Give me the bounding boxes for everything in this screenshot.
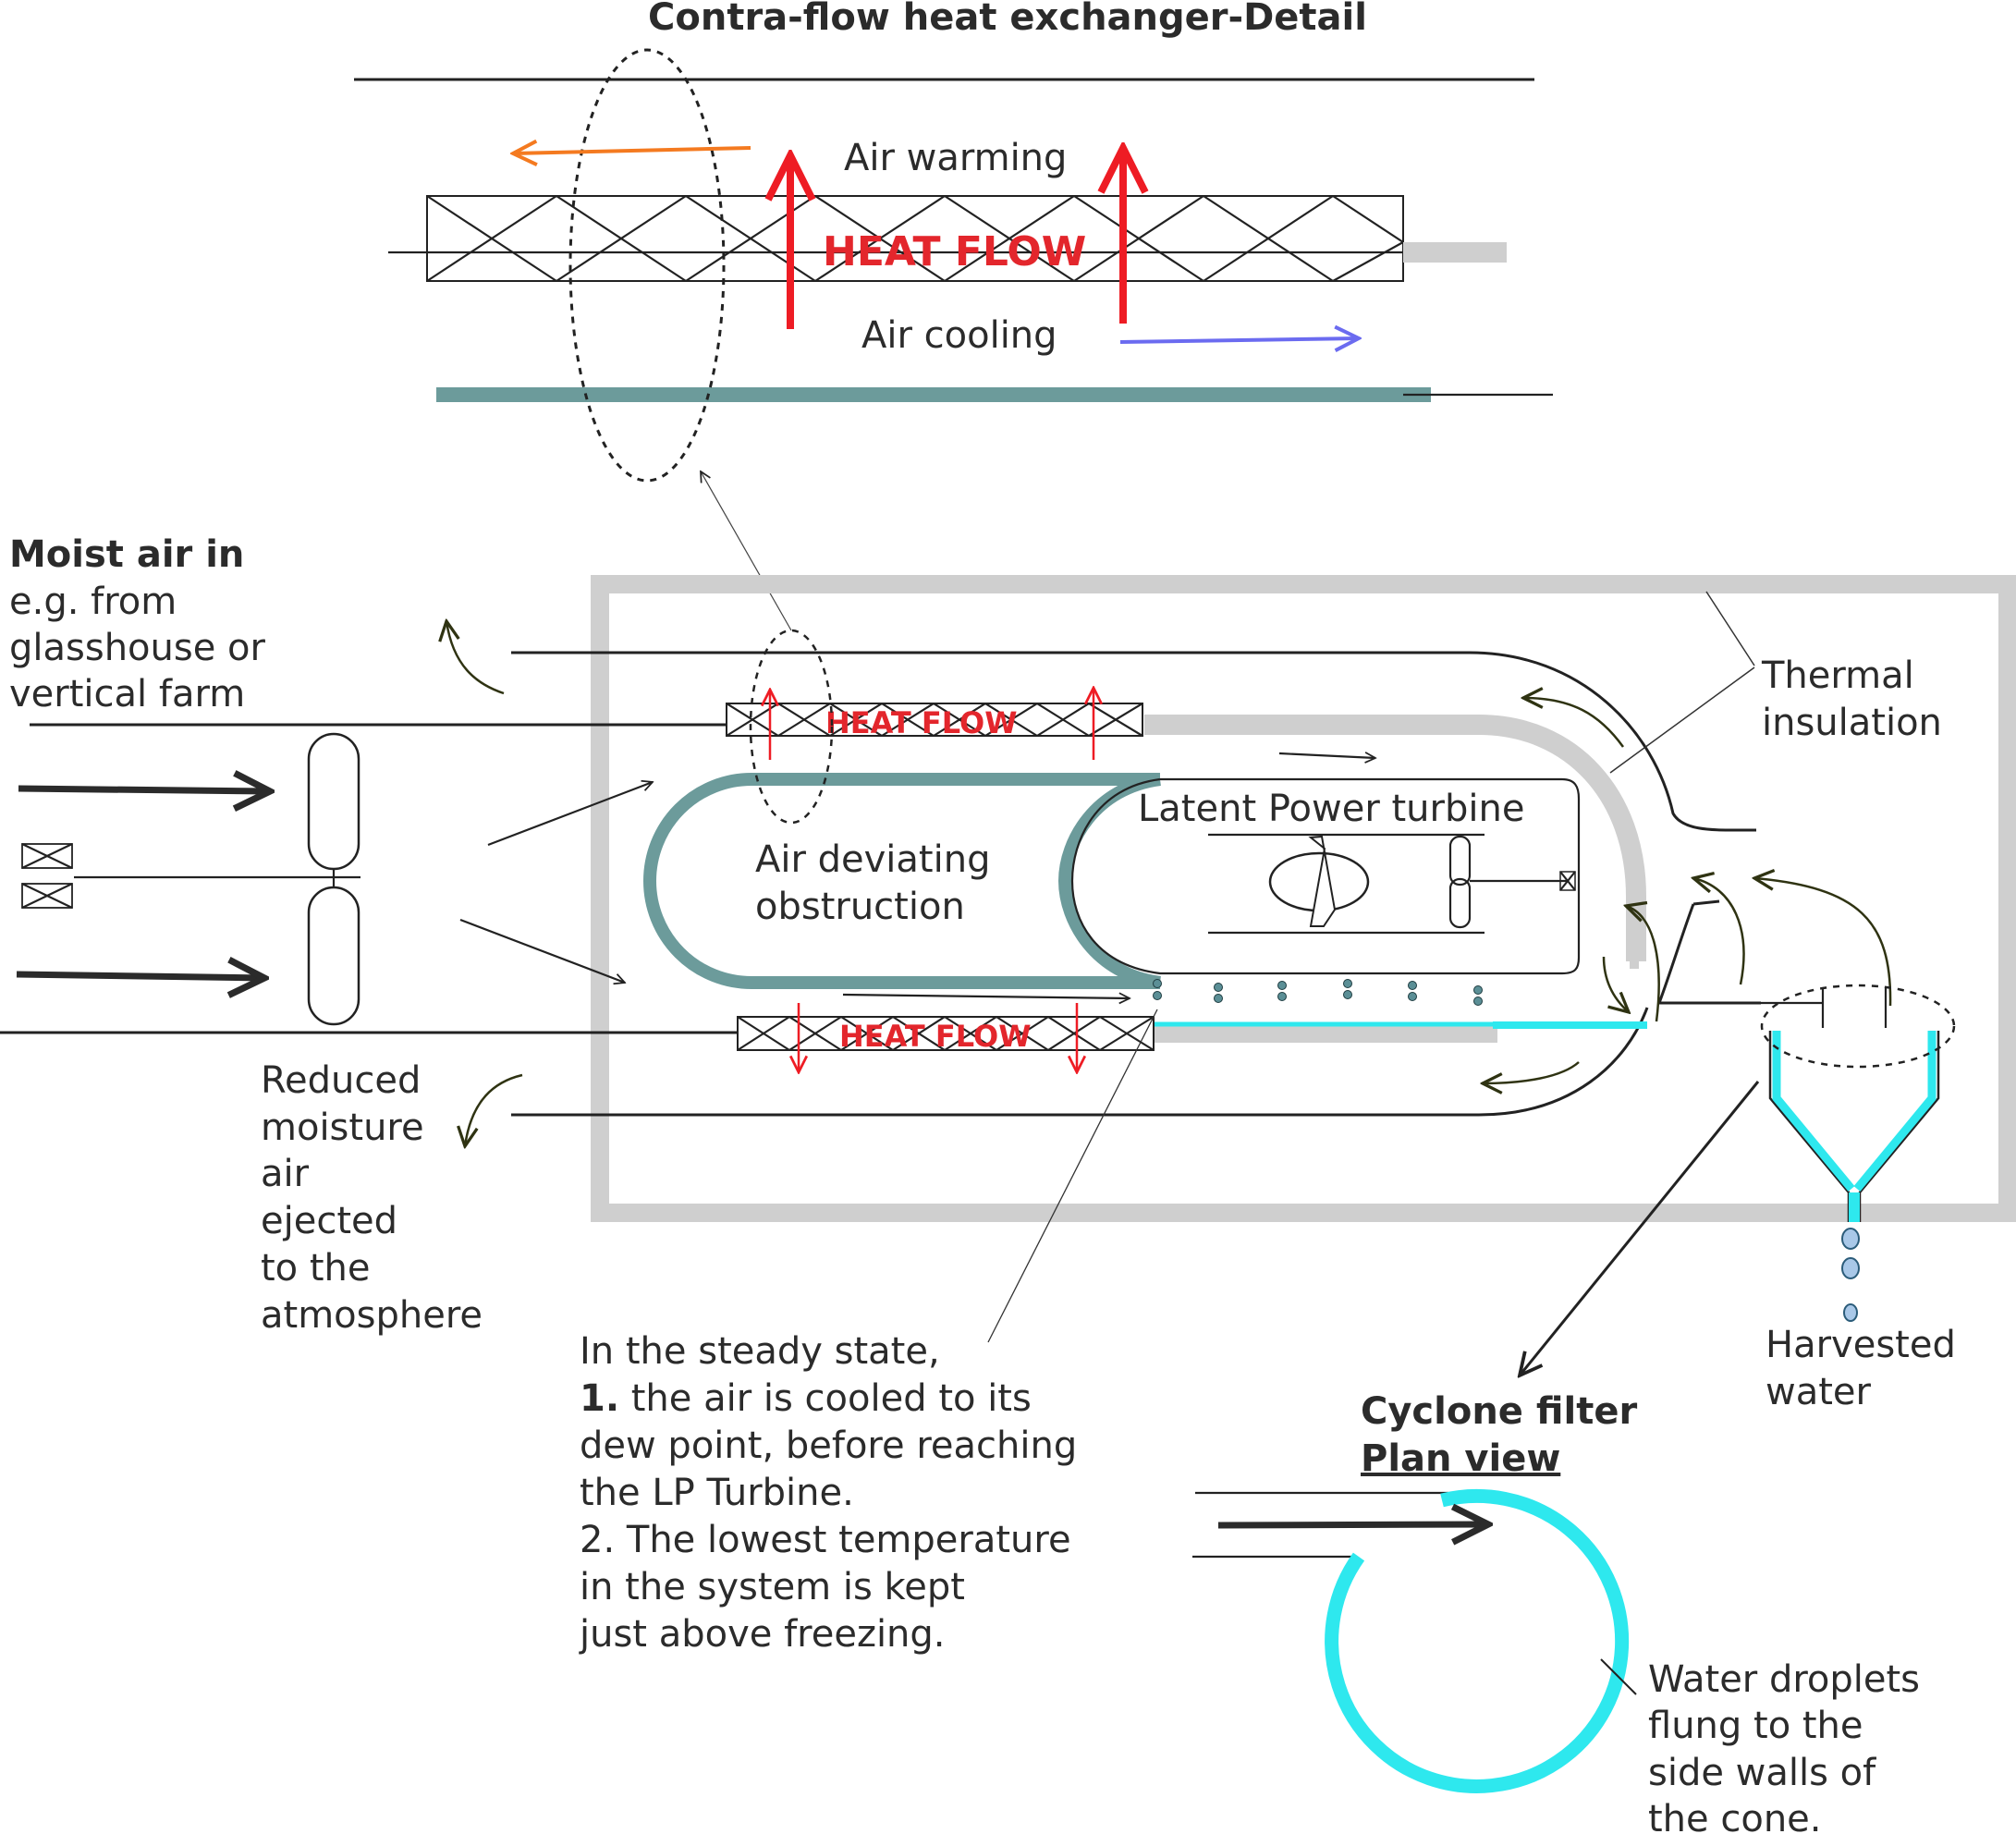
insulation-label-1: Thermal xyxy=(1761,654,1914,697)
detail-heat-exchanger-strip xyxy=(388,195,1405,282)
thermal-insulation-box xyxy=(591,575,2016,1222)
cyclone-inlet-top xyxy=(1692,899,1720,906)
detail-zoom-ellipse xyxy=(568,48,726,483)
inlet-line-1: e.g. from xyxy=(9,581,177,623)
obstruction-label-2: obstruction xyxy=(755,886,965,928)
air-deviating-obstruction xyxy=(643,773,1162,989)
return-duct-inner xyxy=(1656,903,1761,1005)
warm-air-arrow xyxy=(513,148,751,153)
condensate-droplets xyxy=(1153,979,1483,1006)
air-cooling-label: Air cooling xyxy=(861,314,1057,357)
steady-line-2: 1. the air is cooled to its xyxy=(580,1377,1032,1420)
return-arrow-2 xyxy=(1602,956,1629,1012)
upper-heat-flow-label: HEAT FLOW xyxy=(825,705,1018,740)
return-duct-outer-bottom xyxy=(511,1007,1649,1117)
outlet-line-2: moisture xyxy=(261,1107,424,1149)
flow-arrow-turbine-bottom xyxy=(842,995,1130,998)
outlet-line-6: atmosphere xyxy=(261,1294,483,1337)
steady-line-7: just above freezing. xyxy=(579,1613,946,1656)
inlet-line-2: glasshouse or xyxy=(9,627,266,669)
diagram-title: Contra-flow heat exchanger-Detail xyxy=(648,0,1367,39)
detail-leader xyxy=(701,471,792,631)
steady-num-1: 1. xyxy=(580,1377,619,1420)
exhaust-arrow-top xyxy=(446,621,505,695)
turbine-housing xyxy=(1070,777,1581,975)
cyclone-arrow-2 xyxy=(1693,878,1745,985)
steady-line-4: the LP Turbine. xyxy=(580,1472,854,1514)
cyclone-inlet-arrow xyxy=(1217,1524,1488,1525)
exhaust-arrow-bottom xyxy=(465,1073,523,1146)
cyclone-plan-view xyxy=(1192,1488,1637,1793)
cyclone-note-1: Water droplets xyxy=(1648,1658,1920,1701)
outlet-line-3: air xyxy=(261,1153,310,1195)
cyclone-note-4: the cone. xyxy=(1648,1798,1822,1834)
cyclone-arrow-1 xyxy=(1626,906,1660,1022)
harvested-water-drops xyxy=(1841,1228,1860,1322)
harvested-label-1: Harvested xyxy=(1766,1324,1956,1366)
turbine-label: Latent Power turbine xyxy=(1138,788,1524,830)
cyclone-cone xyxy=(1760,984,1956,1222)
zoom-ellipse xyxy=(749,629,834,825)
lower-heat-flow-label: HEAT FLOW xyxy=(839,1019,1032,1054)
lower-heat-exchanger xyxy=(737,1003,1155,1072)
steady-line-3: dew point, before reaching xyxy=(580,1424,1077,1467)
cool-air-arrow xyxy=(1119,338,1359,342)
cyclone-leader xyxy=(1520,1081,1760,1376)
steady-state-leader xyxy=(987,1009,1158,1343)
cyclone-arrow-3 xyxy=(1754,878,1892,1007)
insulation-label-2: insulation xyxy=(1762,702,1942,744)
outlet-line-5: to the xyxy=(261,1247,371,1290)
steady-line-2-rest: the air is cooled to its xyxy=(619,1377,1032,1420)
flow-arrow-lower xyxy=(459,918,625,983)
turbine-rotor xyxy=(1208,833,1576,935)
inlet-arrow-top xyxy=(18,789,270,791)
inlet-arrow-bottom xyxy=(16,974,264,978)
steady-line-6: in the system is kept xyxy=(580,1566,965,1608)
cyclone-subtitle: Plan view xyxy=(1361,1437,1560,1480)
inner-insulation xyxy=(1144,715,1646,961)
return-arrow-3 xyxy=(1483,1061,1580,1083)
outlet-line-1: Reduced xyxy=(261,1059,421,1102)
harvested-label-2: water xyxy=(1766,1371,1872,1413)
cyclone-note-3: side walls of xyxy=(1648,1752,1876,1794)
air-warming-label: Air warming xyxy=(844,137,1067,179)
insulation-leader-2 xyxy=(1609,666,1755,774)
flow-arrow-upper xyxy=(487,782,653,847)
inlet-line-3: vertical farm xyxy=(9,673,245,715)
moist-air-heading: Moist air in xyxy=(9,533,244,576)
cyclone-title: Cyclone filter xyxy=(1361,1390,1637,1433)
return-arrow-1 xyxy=(1523,698,1625,748)
upper-heat-exchanger xyxy=(726,688,1143,760)
cyclone-note-2: flung to the xyxy=(1648,1705,1863,1747)
insulation-leader-1 xyxy=(1705,591,1755,666)
plan-leader xyxy=(1600,1658,1637,1695)
flow-arrow-turbine-top xyxy=(1278,753,1375,758)
steady-line-1: In the steady state, xyxy=(580,1330,940,1373)
obstruction-label-1: Air deviating xyxy=(755,838,990,881)
steady-line-5: 2. The lowest temperature xyxy=(580,1519,1071,1561)
return-duct-outer-top xyxy=(511,651,1756,832)
outlet-line-4: ejected xyxy=(261,1200,397,1242)
inlet-fan xyxy=(21,732,360,1026)
detail-heat-flow-label: HEAT FLOW xyxy=(823,228,1086,275)
